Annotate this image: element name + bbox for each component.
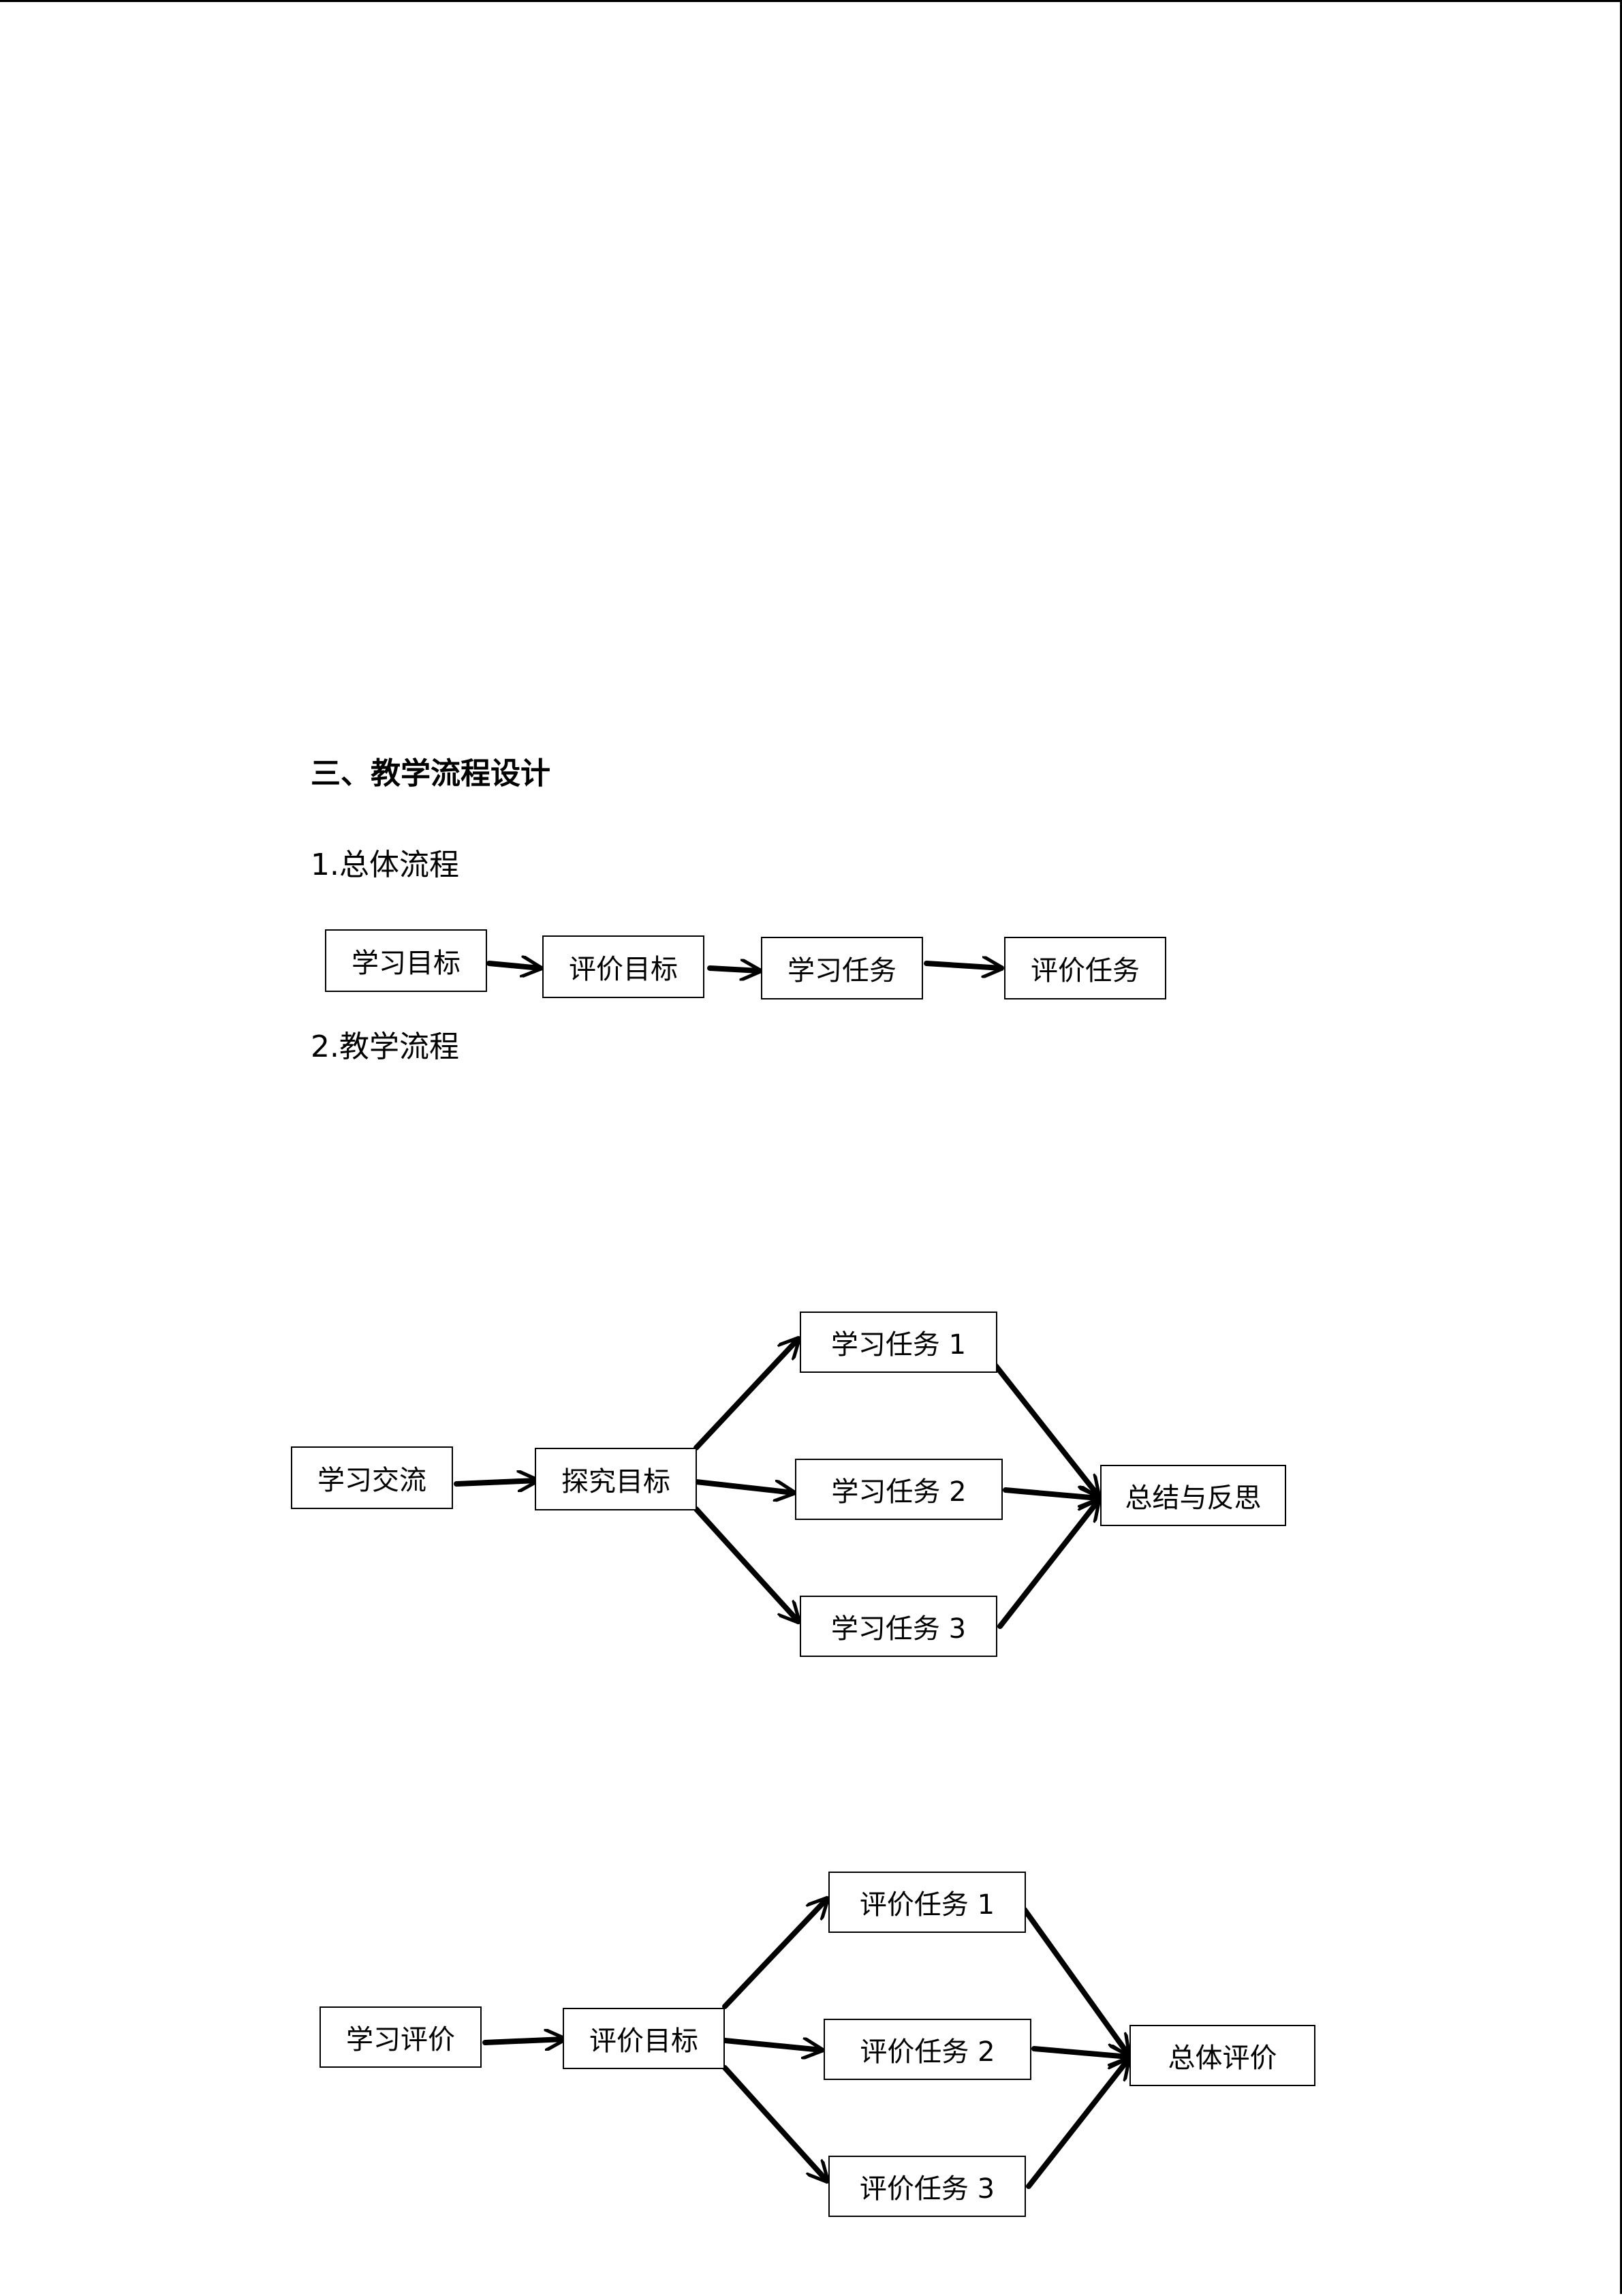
eval-end: 总体评价 — [1129, 2025, 1315, 2086]
arrow-teaching-start — [454, 1480, 540, 1484]
arrow-eval-task1 — [722, 1899, 827, 2009]
subheading-overall-flow: 1.总体流程 — [311, 848, 459, 882]
arrow-eval-task2 — [722, 2041, 822, 2050]
eval-start: 学习评价 — [319, 2006, 482, 2068]
arrow-eval-from2 — [1031, 2049, 1128, 2057]
section-title: 三、教学流程设计 — [311, 756, 550, 791]
arrow-teaching-task1 — [693, 1339, 798, 1450]
teaching-middle: 探究目标 — [535, 1448, 697, 1510]
arrow-overall-2 — [707, 968, 760, 971]
arrow-eval-from1 — [1022, 1907, 1128, 2054]
arrow-teaching-from1 — [993, 1363, 1098, 1495]
eval-task-2: 评价任务 2 — [824, 2019, 1031, 2080]
overall-step-3: 学习任务 — [761, 937, 923, 999]
eval-task-3: 评价任务 3 — [828, 2156, 1026, 2217]
arrow-eval-from3 — [1026, 2060, 1128, 2189]
arrow-overall-3 — [924, 963, 1001, 968]
arrow-teaching-from3 — [997, 1501, 1098, 1629]
overall-step-2: 评价目标 — [542, 935, 704, 998]
eval-middle: 评价目标 — [563, 2008, 725, 2069]
overall-step-4: 评价任务 — [1004, 937, 1166, 999]
arrow-teaching-task3 — [693, 1506, 798, 1622]
teaching-start: 学习交流 — [291, 1446, 453, 1509]
teaching-end: 总结与反思 — [1100, 1465, 1286, 1526]
arrow-teaching-task2 — [693, 1479, 794, 1493]
overall-step-1: 学习目标 — [325, 929, 487, 992]
eval-task-1: 评价任务 1 — [828, 1872, 1026, 1933]
teaching-task-3: 学习任务 3 — [800, 1596, 997, 1657]
arrow-teaching-from2 — [1003, 1490, 1098, 1498]
arrow-eval-start — [482, 2039, 567, 2043]
arrow-eval-task3 — [722, 2065, 827, 2181]
teaching-task-2: 学习任务 2 — [795, 1459, 1003, 1520]
arrow-overall-1 — [486, 963, 540, 968]
teaching-task-1: 学习任务 1 — [800, 1312, 997, 1373]
subheading-teaching-flow: 2.教学流程 — [311, 1029, 459, 1064]
